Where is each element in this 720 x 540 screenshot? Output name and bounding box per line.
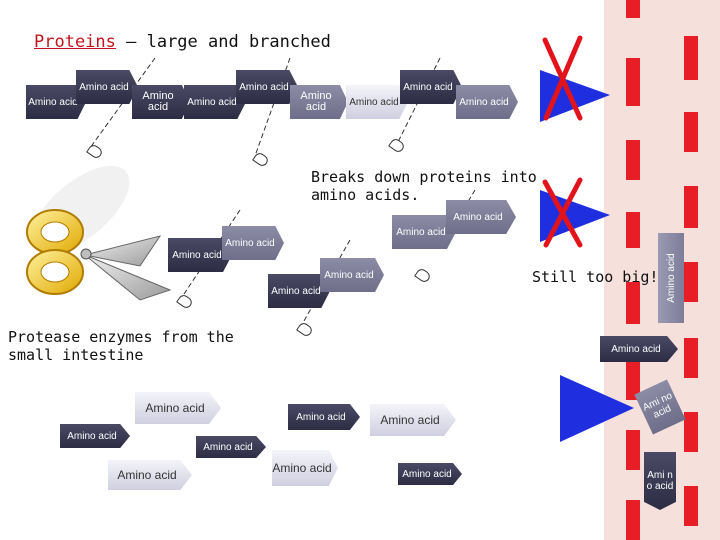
wall-stripe — [626, 58, 640, 106]
amino-acid-chip: Ami no acid — [644, 452, 676, 510]
wall-stripe — [626, 360, 640, 400]
amino-acid-chip: Amino acid — [370, 404, 456, 436]
amino-acid-chip: Amino acid — [168, 238, 232, 272]
wall-stripe — [684, 36, 698, 80]
amino-acid-chip: Amino acid — [346, 85, 408, 119]
protease-text: Protease enzymes from the small intestin… — [8, 328, 234, 364]
protease-line2: small intestine — [8, 346, 144, 364]
wall-stripe — [626, 140, 640, 180]
amino-acid-chip: Amino acid — [658, 233, 684, 323]
wall-stripe — [626, 0, 640, 18]
breaks-text: Breaks down proteins into amino acids. — [311, 168, 537, 204]
wall-stripe — [684, 412, 698, 452]
title-rest: – large and branched — [115, 32, 331, 52]
wall-stripe — [626, 500, 640, 540]
amino-acid-chip: Amino acid — [132, 85, 190, 119]
wall-stripe — [626, 212, 640, 248]
amino-acid-chip: Amino acid — [222, 226, 284, 260]
breaks-line2: amino acids. — [311, 186, 420, 204]
pass-arrow — [560, 375, 634, 442]
wall-stripe — [684, 338, 698, 378]
wall-stripe — [626, 430, 640, 470]
still-too-big-text: Still too big! — [532, 268, 659, 286]
amino-acid-chip: Amino acid — [108, 460, 192, 490]
amino-acid-chip: Amino acid — [320, 258, 384, 292]
wall-stripe — [626, 282, 640, 324]
wall-stripe — [684, 112, 698, 152]
wall-stripe — [684, 186, 698, 228]
amino-acid-chip: Amino acid — [236, 70, 298, 104]
amino-acid-chip: Amino acid — [398, 463, 462, 485]
amino-acid-chip: Amino acid — [272, 450, 338, 486]
amino-acid-chip: Amino acid — [76, 70, 138, 104]
amino-acid-chip: Amino acid — [268, 274, 330, 308]
bond-line — [89, 57, 156, 149]
amino-acid-chip: Amino acid — [135, 392, 221, 424]
bond-line — [179, 209, 241, 301]
breaks-line1: Breaks down proteins into — [311, 168, 537, 186]
amino-acid-chip: Amino acid — [288, 404, 360, 430]
page-title: Proteins – large and branched — [34, 32, 331, 52]
protease-line1: Protease enzymes from the — [8, 328, 234, 346]
amino-acid-chip: Amino acid — [60, 424, 130, 448]
wall-stripe — [684, 262, 698, 302]
amino-acid-chip: Amino acid — [456, 85, 518, 119]
scissors-icon — [26, 165, 172, 301]
amino-acid-chip: Amino acid — [400, 70, 462, 104]
amino-acid-chip: Amino acid — [196, 436, 266, 458]
blocked-arrow — [540, 70, 610, 122]
amino-acid-chip: Amino acid — [184, 85, 246, 119]
title-highlight: Proteins — [34, 32, 116, 52]
wall-stripe — [684, 486, 698, 526]
amino-acid-chip: Amino acid — [392, 215, 456, 249]
amino-acid-chip: Amino acid — [446, 200, 516, 234]
amino-acid-chip: Amino acid — [600, 336, 678, 362]
cross-mark — [543, 35, 583, 121]
amino-acid-chip: Amino acid — [290, 85, 348, 119]
cross-mark — [543, 177, 583, 248]
